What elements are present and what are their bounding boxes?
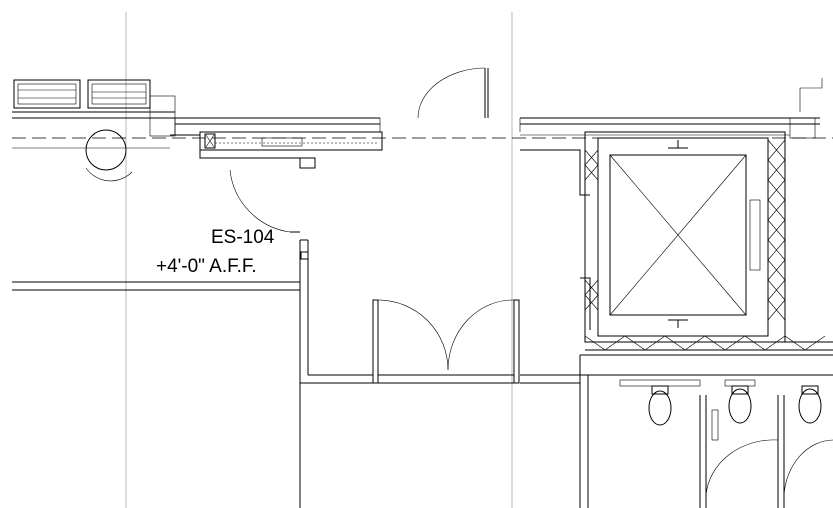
interior-walls (12, 239, 833, 508)
mechanical-units (13, 79, 151, 182)
grid-lines (125, 12, 513, 508)
tag-marker-icon (300, 251, 309, 260)
equipment-tag: ES-104 +4'-0" A.F.F. (156, 227, 309, 277)
door-west (229, 169, 300, 233)
double-doors (372, 299, 520, 384)
tag-id: ES-104 (211, 227, 275, 248)
elevator-shaft (520, 131, 833, 351)
restroom-fixtures (619, 379, 833, 508)
door-north (417, 67, 489, 119)
tag-elevation: +4'-0" A.F.F. (156, 256, 257, 277)
equipment-strip (170, 131, 383, 169)
